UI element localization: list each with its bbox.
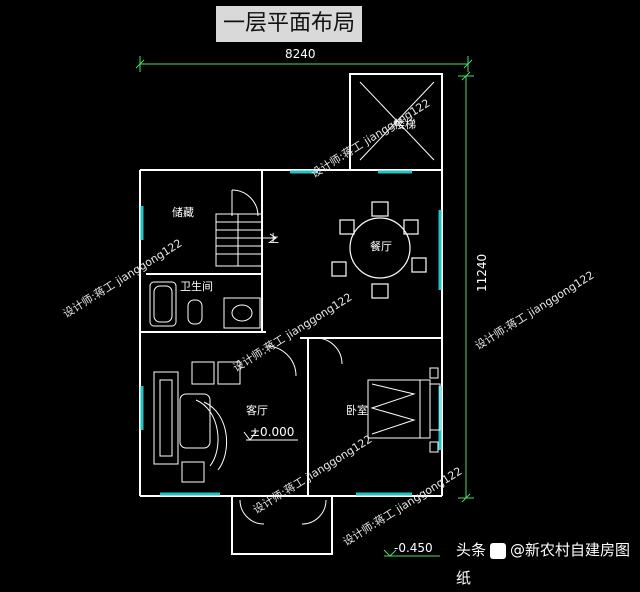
bathroom-label: 卫生间 xyxy=(180,279,213,293)
stairs-label: 楼梯 xyxy=(394,117,416,131)
footer-badge: 头条@新农村自建房图纸 xyxy=(456,536,632,587)
stairs xyxy=(215,213,277,267)
footer-account: @新农村自建房图纸 xyxy=(456,541,631,587)
windows xyxy=(140,170,442,496)
watermark-text: 设计师:蒋工 jianggong122 xyxy=(251,433,375,517)
footer-prefix: 头条 xyxy=(456,541,487,559)
dimension-lines xyxy=(135,56,474,557)
living-furniture xyxy=(153,361,241,483)
bathroom-fixtures xyxy=(149,281,261,329)
dining-label: 餐厅 xyxy=(370,239,392,253)
watermark-text: 设计师:蒋工 jianggong122 xyxy=(341,465,465,549)
dining-table xyxy=(331,201,427,299)
doors xyxy=(231,189,343,525)
floor-level-label: ±0.000 xyxy=(250,425,294,439)
stair-up-label: 上 xyxy=(268,232,279,245)
height-dimension-label: 11240 xyxy=(475,254,489,292)
storage-label: 储藏 xyxy=(172,205,194,219)
watermarks: 设计师:蒋工 jianggong122 设计师:蒋工 jianggong122 … xyxy=(61,97,597,549)
stairwell-diagonals xyxy=(359,81,435,161)
watermark-text: 设计师:蒋工 jianggong122 xyxy=(61,237,185,321)
width-dimension-label: 8240 xyxy=(285,47,316,61)
plan-title: 一层平面布局 xyxy=(216,6,362,42)
living-label: 客厅 xyxy=(246,403,268,417)
watermark-text: 设计师:蒋工 jianggong122 xyxy=(473,269,597,353)
logo-icon xyxy=(490,542,507,559)
outdoor-level-label: -0.450 xyxy=(394,541,433,555)
bed xyxy=(367,367,441,453)
bedroom-label: 卧室 xyxy=(346,403,368,417)
walls xyxy=(139,73,443,555)
